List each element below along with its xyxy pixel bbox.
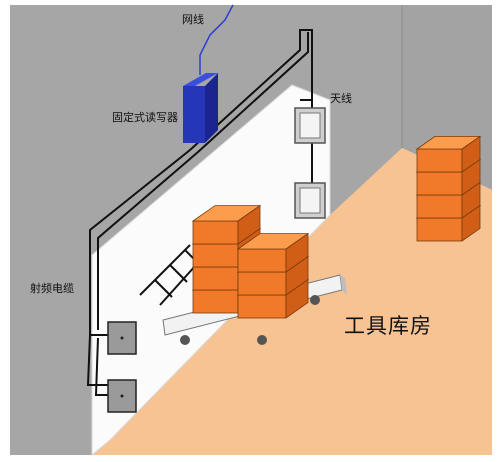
fixed-reader: [183, 73, 218, 143]
wall-antenna-1: [107, 321, 137, 355]
box: [416, 171, 463, 196]
box: [192, 243, 239, 268]
network-cable: [199, 4, 234, 75]
right-box-stack: [415, 135, 482, 242]
box: [237, 271, 287, 296]
box: [192, 220, 239, 245]
box: [237, 294, 287, 319]
box: [192, 266, 239, 291]
antenna-label: 天线: [330, 92, 352, 105]
box: [416, 148, 463, 173]
rf-cable-label: 射频电缆: [30, 282, 74, 295]
box-side: [285, 232, 309, 273]
antenna-lower: [294, 182, 326, 219]
box: [237, 248, 287, 273]
room-name-label: 工具库房: [344, 314, 432, 338]
network-cable-label: 网线: [182, 13, 204, 26]
box: [192, 289, 239, 314]
box: [416, 217, 463, 242]
box: [416, 194, 463, 219]
antenna-upper: [294, 107, 326, 144]
box-side: [237, 204, 261, 245]
fixed-reader-label: 固定式读写器: [112, 111, 178, 124]
wall-antenna-2: [107, 379, 137, 413]
cart-box-stack: [191, 204, 310, 319]
box-side: [461, 135, 481, 173]
